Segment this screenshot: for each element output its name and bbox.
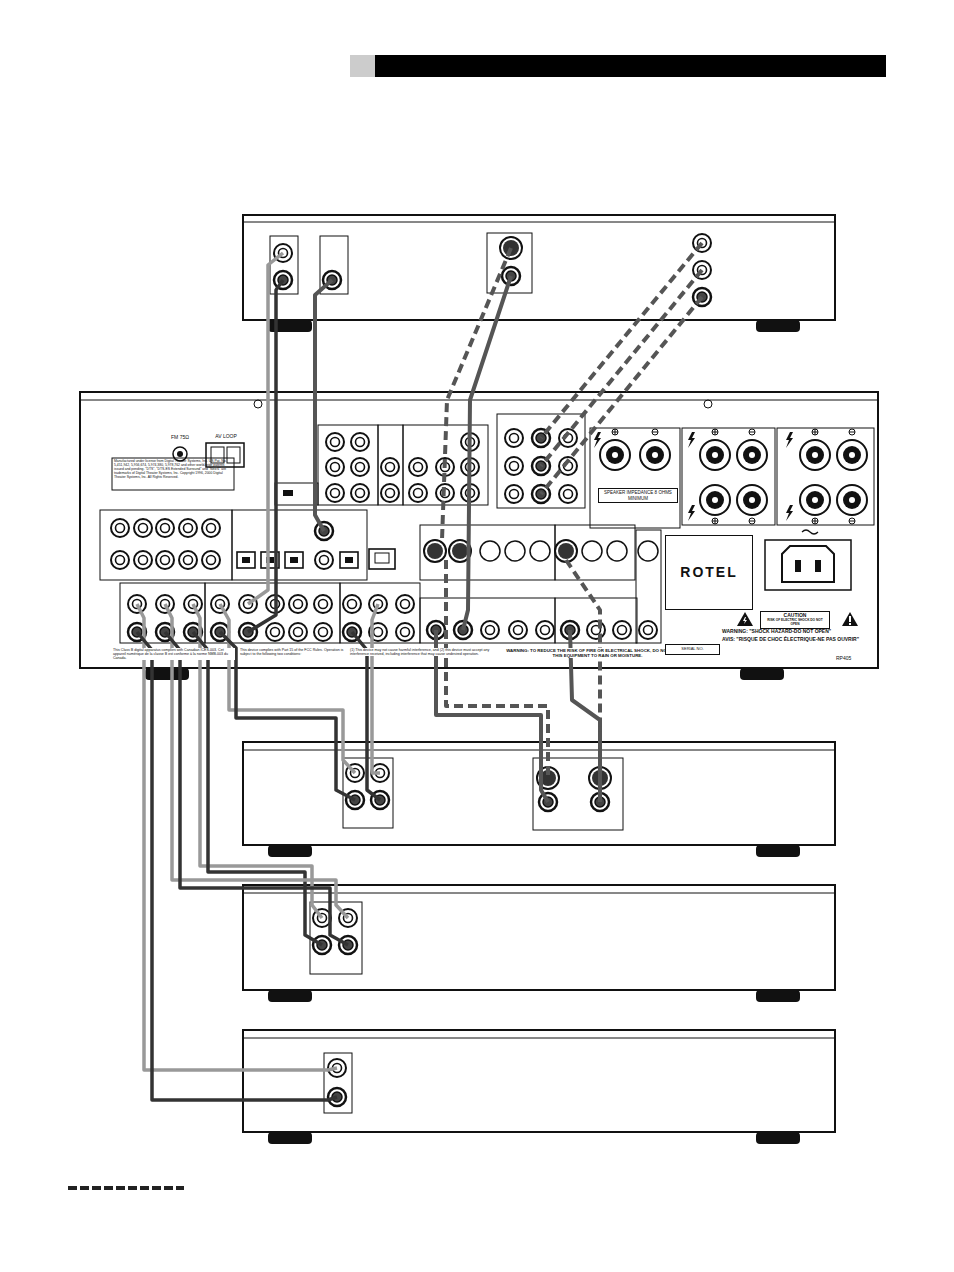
serial-box: SERIAL NO.	[665, 644, 720, 655]
impedance-box: SPEAKER IMPEDANCE 8 OHMS MINIMUM	[598, 488, 678, 503]
ices-notice: This Class B digital apparatus complies …	[113, 648, 235, 660]
component-3	[243, 885, 835, 1002]
fcc-notice: This device complies with Part 15 of the…	[240, 648, 345, 656]
av-loop-label: AV LOOP	[206, 434, 246, 440]
logo-panel: ROTEL	[665, 535, 753, 610]
box-text: SPEAKER IMPEDANCE 8 OHMS MINIMUM	[601, 490, 675, 500]
antenna-label: FM 75Ω	[170, 435, 190, 441]
shock-warning: WARNING: "SHOCK HAZARD-DO NOT OPEN"	[722, 629, 872, 635]
caution-box: CAUTIONRISK OF ELECTRIC SHOCK DO NOT OPE…	[760, 611, 830, 629]
license-notice: Manufactured under license from Digital …	[114, 460, 232, 480]
model-number: RP405	[836, 656, 870, 662]
cables	[137, 243, 702, 1100]
footer-dashes	[68, 1186, 184, 1190]
avis-warning: AVIS: "RISQUE DE CHOC ÉLECTRIQUE-NE PAS …	[722, 637, 872, 643]
source-component-top	[243, 215, 835, 332]
header-tab	[350, 55, 375, 77]
fcc-conditions: (1) This device may not cause harmful in…	[350, 648, 500, 656]
header-bar	[375, 55, 886, 77]
box-text: SERIAL NO.	[681, 647, 703, 652]
moisture-warning: WARNING: TO REDUCE THE RISK OF FIRE OR E…	[505, 648, 690, 658]
component-4	[243, 1030, 835, 1144]
box-text: RISK OF ELECTRIC SHOCK DO NOT OPEN	[763, 619, 827, 626]
box-text: ROTEL	[680, 564, 737, 580]
